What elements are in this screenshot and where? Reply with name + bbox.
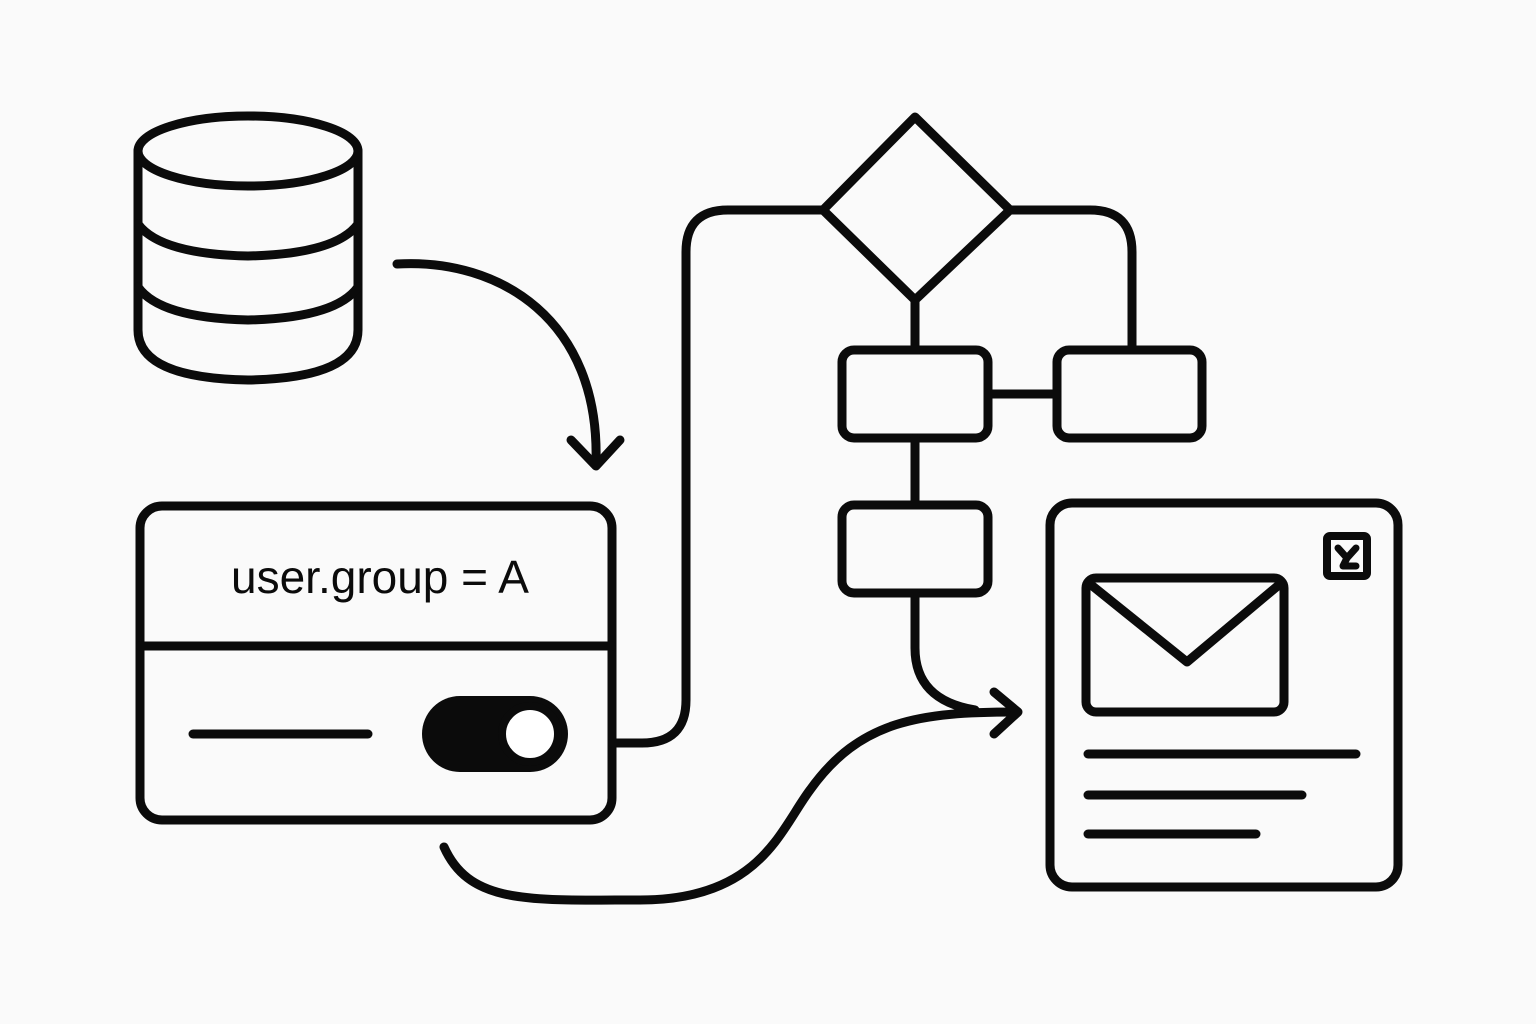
arrow-head-email: [989, 687, 1023, 739]
process-box-2: [1052, 345, 1207, 443]
connector-box3-to-email: [910, 588, 980, 715]
rule-toggle-switch[interactable]: [422, 696, 568, 772]
process-box-3: [837, 500, 993, 598]
rule-card: user.group = A: [135, 501, 617, 825]
envelope-icon: [1081, 573, 1289, 717]
arrow-database-to-rule: [392, 259, 625, 471]
email-card: [1045, 498, 1403, 892]
checkbox-checked-icon: [1323, 532, 1371, 580]
rule-condition-text: user.group = A: [231, 551, 529, 603]
connector-decision-right: [1005, 205, 1137, 355]
decision-diamond: [818, 112, 1015, 305]
database-icon: [133, 111, 363, 385]
connector-rule-to-decision: [607, 205, 828, 748]
arrow-rule-to-email: [439, 707, 1021, 905]
process-box-1: [837, 345, 993, 443]
